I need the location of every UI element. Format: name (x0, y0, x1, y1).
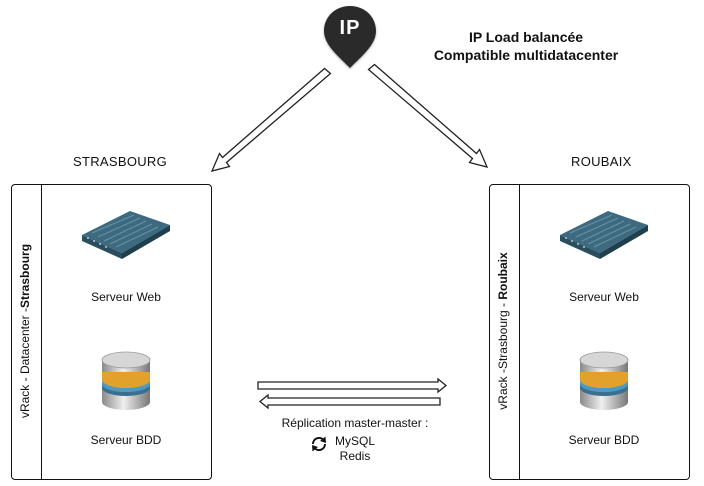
vrack-label-prefix: vRack -Strasbourg - (496, 299, 510, 410)
replication-item-mysql: MySQL (334, 434, 375, 448)
vrack-label: vRack - Datacenter -Strasbourg (18, 206, 32, 456)
vrack-sidebar: vRack - Datacenter -Strasbourg (12, 185, 42, 479)
server-icon (82, 211, 170, 259)
replication-arrow-left (258, 393, 441, 410)
database-icon (579, 351, 629, 410)
db-server-label: Serveur BDD (90, 433, 162, 447)
db-server-label: Serveur BDD (568, 433, 640, 447)
ip-pin: IP (322, 4, 378, 70)
datacenter-title-roubaix: ROUBAIX (571, 154, 632, 169)
web-server-label: Serveur Web (91, 290, 161, 304)
vrack-label-prefix: vRack - Datacenter - (18, 307, 32, 419)
datacenter-title-strasbourg: STRASBOURG (73, 154, 168, 169)
datacenter-box-roubaix: vRack -Strasbourg - Roubaix Serveur Web … (489, 184, 690, 480)
header-line-2: Compatible multidatacenter (433, 47, 619, 63)
header-line-1: IP Load balancée (468, 29, 584, 45)
vrack-label-bold: Strasbourg (18, 243, 32, 308)
replication-item-redis: Redis (339, 449, 371, 463)
header: IP Load balancée Compatible multidatacen… (396, 28, 656, 64)
vrack-label-bold: Roubaix (496, 252, 510, 300)
vrack-sidebar: vRack -Strasbourg - Roubaix (490, 185, 520, 479)
arrow-to-strasbourg (210, 67, 332, 172)
replication-arrow-right (257, 377, 448, 394)
ip-text: IP (339, 17, 361, 39)
vrack-label: vRack -Strasbourg - Roubaix (496, 206, 510, 456)
web-server-label: Serveur Web (569, 290, 639, 304)
arrow-to-roubaix (367, 63, 489, 168)
datacenter-box-strasbourg: vRack - Datacenter -Strasbourg Serveur W… (11, 184, 212, 480)
replication-title: Réplication master-master : (281, 416, 429, 430)
map-pin-icon (324, 6, 376, 68)
database-icon (101, 351, 151, 410)
sync-icon (311, 436, 327, 452)
server-icon (560, 211, 648, 259)
